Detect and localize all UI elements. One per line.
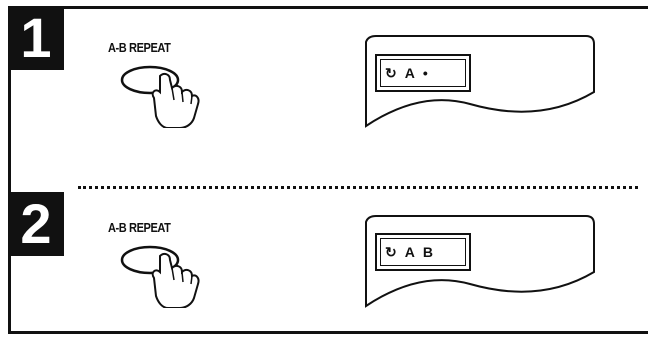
step-number-1: 1 xyxy=(20,10,51,66)
ab-repeat-button-label-1: A-B REPEAT xyxy=(108,40,170,55)
hand-pressing-button-icon xyxy=(120,58,210,128)
lcd-readout-1: ↻ A • xyxy=(375,54,471,92)
lcd-inner-border-1 xyxy=(380,59,466,87)
step-number-2: 2 xyxy=(20,196,51,252)
ab-repeat-button-label-2: A-B REPEAT xyxy=(108,220,170,235)
step-divider xyxy=(78,186,638,189)
lcd-inner-border-2 xyxy=(380,238,466,266)
step-number-badge-2: 2 xyxy=(8,192,64,256)
lcd-readout-2: ↻ A B xyxy=(375,233,471,271)
step-number-badge-1: 1 xyxy=(8,6,64,70)
hand-pressing-button-icon xyxy=(120,238,210,308)
